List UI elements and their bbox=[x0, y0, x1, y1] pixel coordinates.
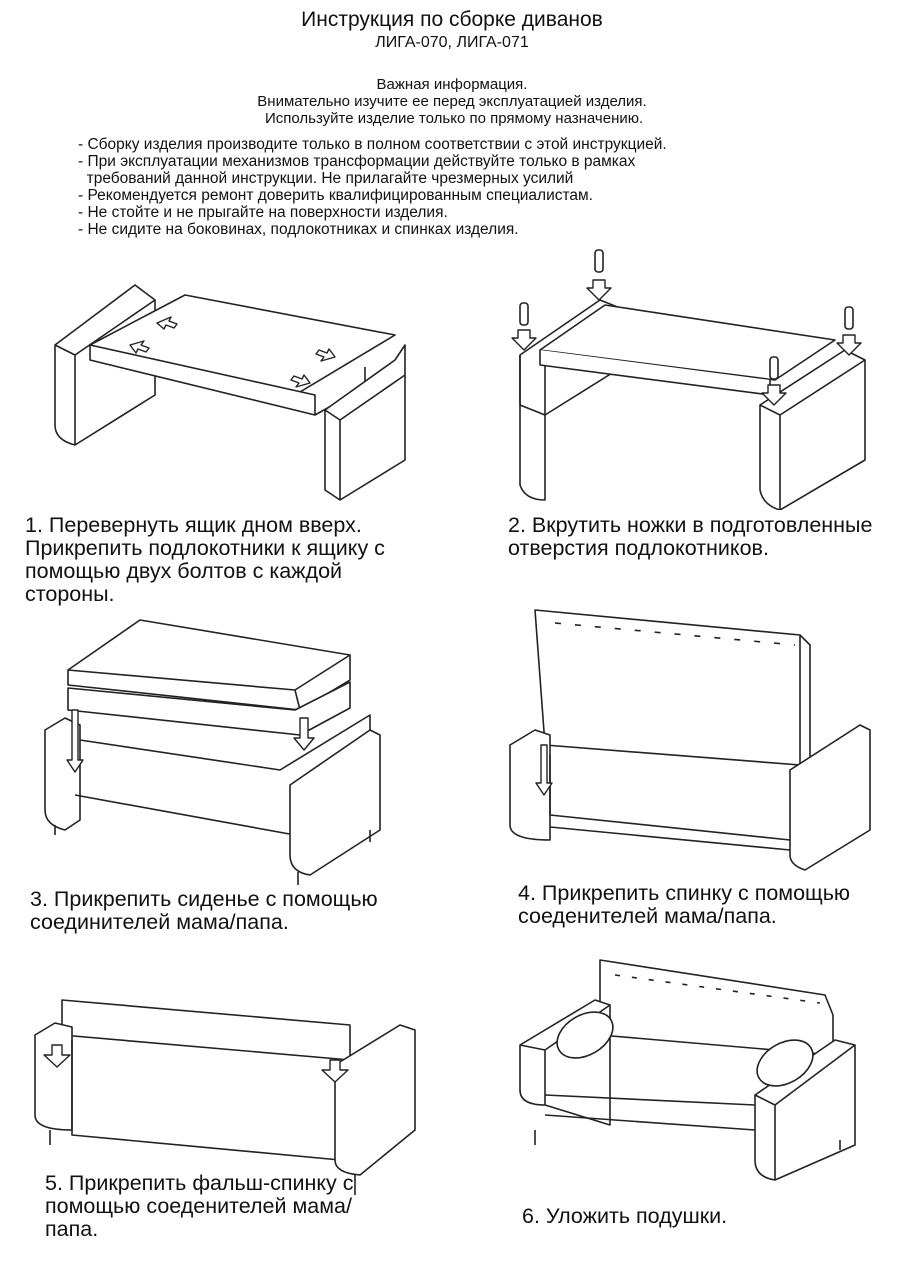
caption-line: отверстия подлокотников. bbox=[508, 536, 769, 560]
caption-line: 4. Прикрепить спинку с помощью bbox=[518, 881, 851, 905]
caption-line: 2. Вкрутить ножки в подготовленные bbox=[508, 513, 873, 537]
caption-line: 3. Прикрепить сиденье с помощью bbox=[30, 887, 378, 911]
caption-line: соединителей мама/папа. bbox=[30, 910, 289, 934]
rule-line: требований данной инструкции. Не прилага… bbox=[78, 170, 574, 187]
caption-line: соеденителей мама/папа. bbox=[518, 904, 777, 928]
step-6-illustration bbox=[519, 959, 856, 1181]
caption-line: помощью двух болтов с каждой bbox=[25, 559, 343, 583]
info-line: Внимательно изучите ее перед эксплуатаци… bbox=[257, 93, 647, 110]
rule-line: - При эксплуатации механизмов трансформа… bbox=[78, 153, 636, 170]
step-5-illustration bbox=[34, 999, 416, 1195]
step-2-illustration bbox=[511, 249, 866, 510]
step-1-illustration bbox=[54, 284, 406, 501]
rule-line: - Не сидите на боковинах, подлокотниках … bbox=[78, 221, 519, 238]
info-line: Важная информация. bbox=[376, 76, 528, 93]
safety-rules: - Сборку изделия производите только в по… bbox=[78, 136, 667, 238]
step-3-illustration bbox=[44, 619, 381, 885]
model-names: ЛИГА-070, ЛИГА-071 bbox=[375, 34, 529, 51]
step-3-caption: 3. Прикрепить сиденье с помощью соединит… bbox=[30, 888, 378, 934]
caption-line: помощью соеденителей мама/ bbox=[45, 1194, 352, 1218]
step-1-caption: 1. Перевернуть ящик дном вверх. Прикрепи… bbox=[25, 514, 385, 606]
step-6-caption: 6. Уложить подушки. bbox=[522, 1205, 727, 1228]
document-title: Инструкция по сборке диванов bbox=[301, 8, 603, 31]
step-4-caption: 4. Прикрепить спинку с помощью соедените… bbox=[518, 882, 850, 928]
step-4-illustration bbox=[509, 609, 871, 871]
rule-line: - Не стойте и не прыгайте на поверхности… bbox=[78, 204, 448, 221]
caption-line: 5. Прикрепить фальш-спинку с bbox=[45, 1171, 354, 1195]
info-line: Используйте изделие только по прямому на… bbox=[260, 110, 644, 127]
caption-line: 6. Уложить подушки. bbox=[522, 1204, 728, 1228]
step-2-caption: 2. Вкрутить ножки в подготовленные отвер… bbox=[508, 514, 872, 560]
rule-line: - Рекомендуется ремонт доверить квалифиц… bbox=[78, 187, 593, 204]
step-5-caption: 5. Прикрепить фальш-спинку с помощью сое… bbox=[45, 1172, 354, 1241]
rule-line: - Сборку изделия производите только в по… bbox=[78, 136, 667, 153]
caption-line: папа. bbox=[45, 1217, 99, 1241]
caption-line: 1. Перевернуть ящик дном вверх. bbox=[25, 513, 362, 537]
caption-line: Прикрепить подлокотники к ящику с bbox=[25, 536, 385, 560]
important-info: Важная информация. Внимательно изучите е… bbox=[0, 76, 904, 127]
caption-line: стороны. bbox=[25, 582, 115, 606]
